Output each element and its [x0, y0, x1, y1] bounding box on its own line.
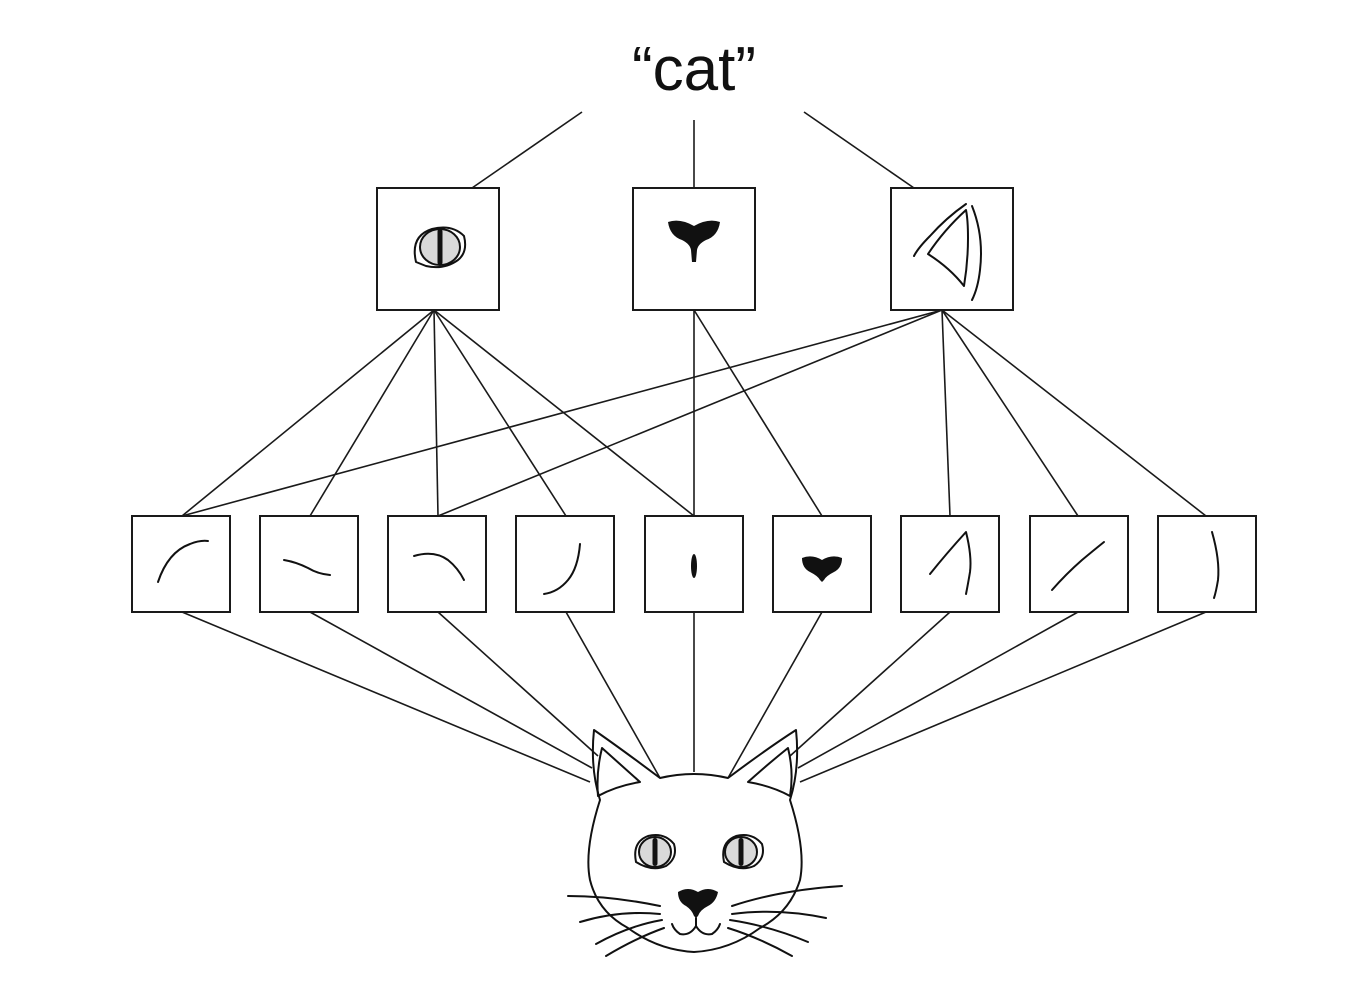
- bottom-feature-nose-blob: [772, 515, 872, 613]
- ear-tip-stroke-icon: [929, 531, 972, 595]
- arc-stroke-icon: [157, 539, 209, 583]
- diagonal-stroke-icon: [1051, 541, 1105, 591]
- bottom-feature-vertical: [1157, 515, 1257, 613]
- vertical-curve-stroke-icon: [1211, 531, 1220, 599]
- top-feature-nose: [632, 187, 756, 311]
- bottom-feature-s-curve: [259, 515, 359, 613]
- cat-nose-icon: [668, 220, 720, 262]
- hook-stroke-icon: [413, 552, 465, 581]
- input-connections: [181, 611, 1207, 783]
- cat-eye-icon: [413, 226, 467, 269]
- bottom-feature-arc: [131, 515, 231, 613]
- label-connections: [471, 111, 915, 189]
- cat-face-nose-icon: [678, 889, 718, 918]
- s-curve-stroke-icon: [283, 559, 331, 576]
- top-feature-eye: [376, 187, 500, 311]
- cat-right-eye-icon: [722, 834, 764, 870]
- bottom-feature-hook: [387, 515, 487, 613]
- output-label: “cat”: [632, 35, 756, 104]
- top-feature-ear: [890, 187, 1014, 311]
- cat-face-icon: [567, 729, 843, 957]
- cat-ear-icon: [913, 203, 982, 301]
- j-curve-stroke-icon: [543, 543, 581, 595]
- feature-connections: [181, 309, 1207, 517]
- bottom-feature-ear-tip: [900, 515, 1000, 613]
- bottom-feature-j-curve: [515, 515, 615, 613]
- nose-blob-icon: [802, 556, 842, 582]
- bottom-feature-pupil: [644, 515, 744, 613]
- pupil-slit-icon: [691, 554, 697, 578]
- bottom-feature-diagonal: [1029, 515, 1129, 613]
- cat-left-eye-icon: [634, 834, 676, 870]
